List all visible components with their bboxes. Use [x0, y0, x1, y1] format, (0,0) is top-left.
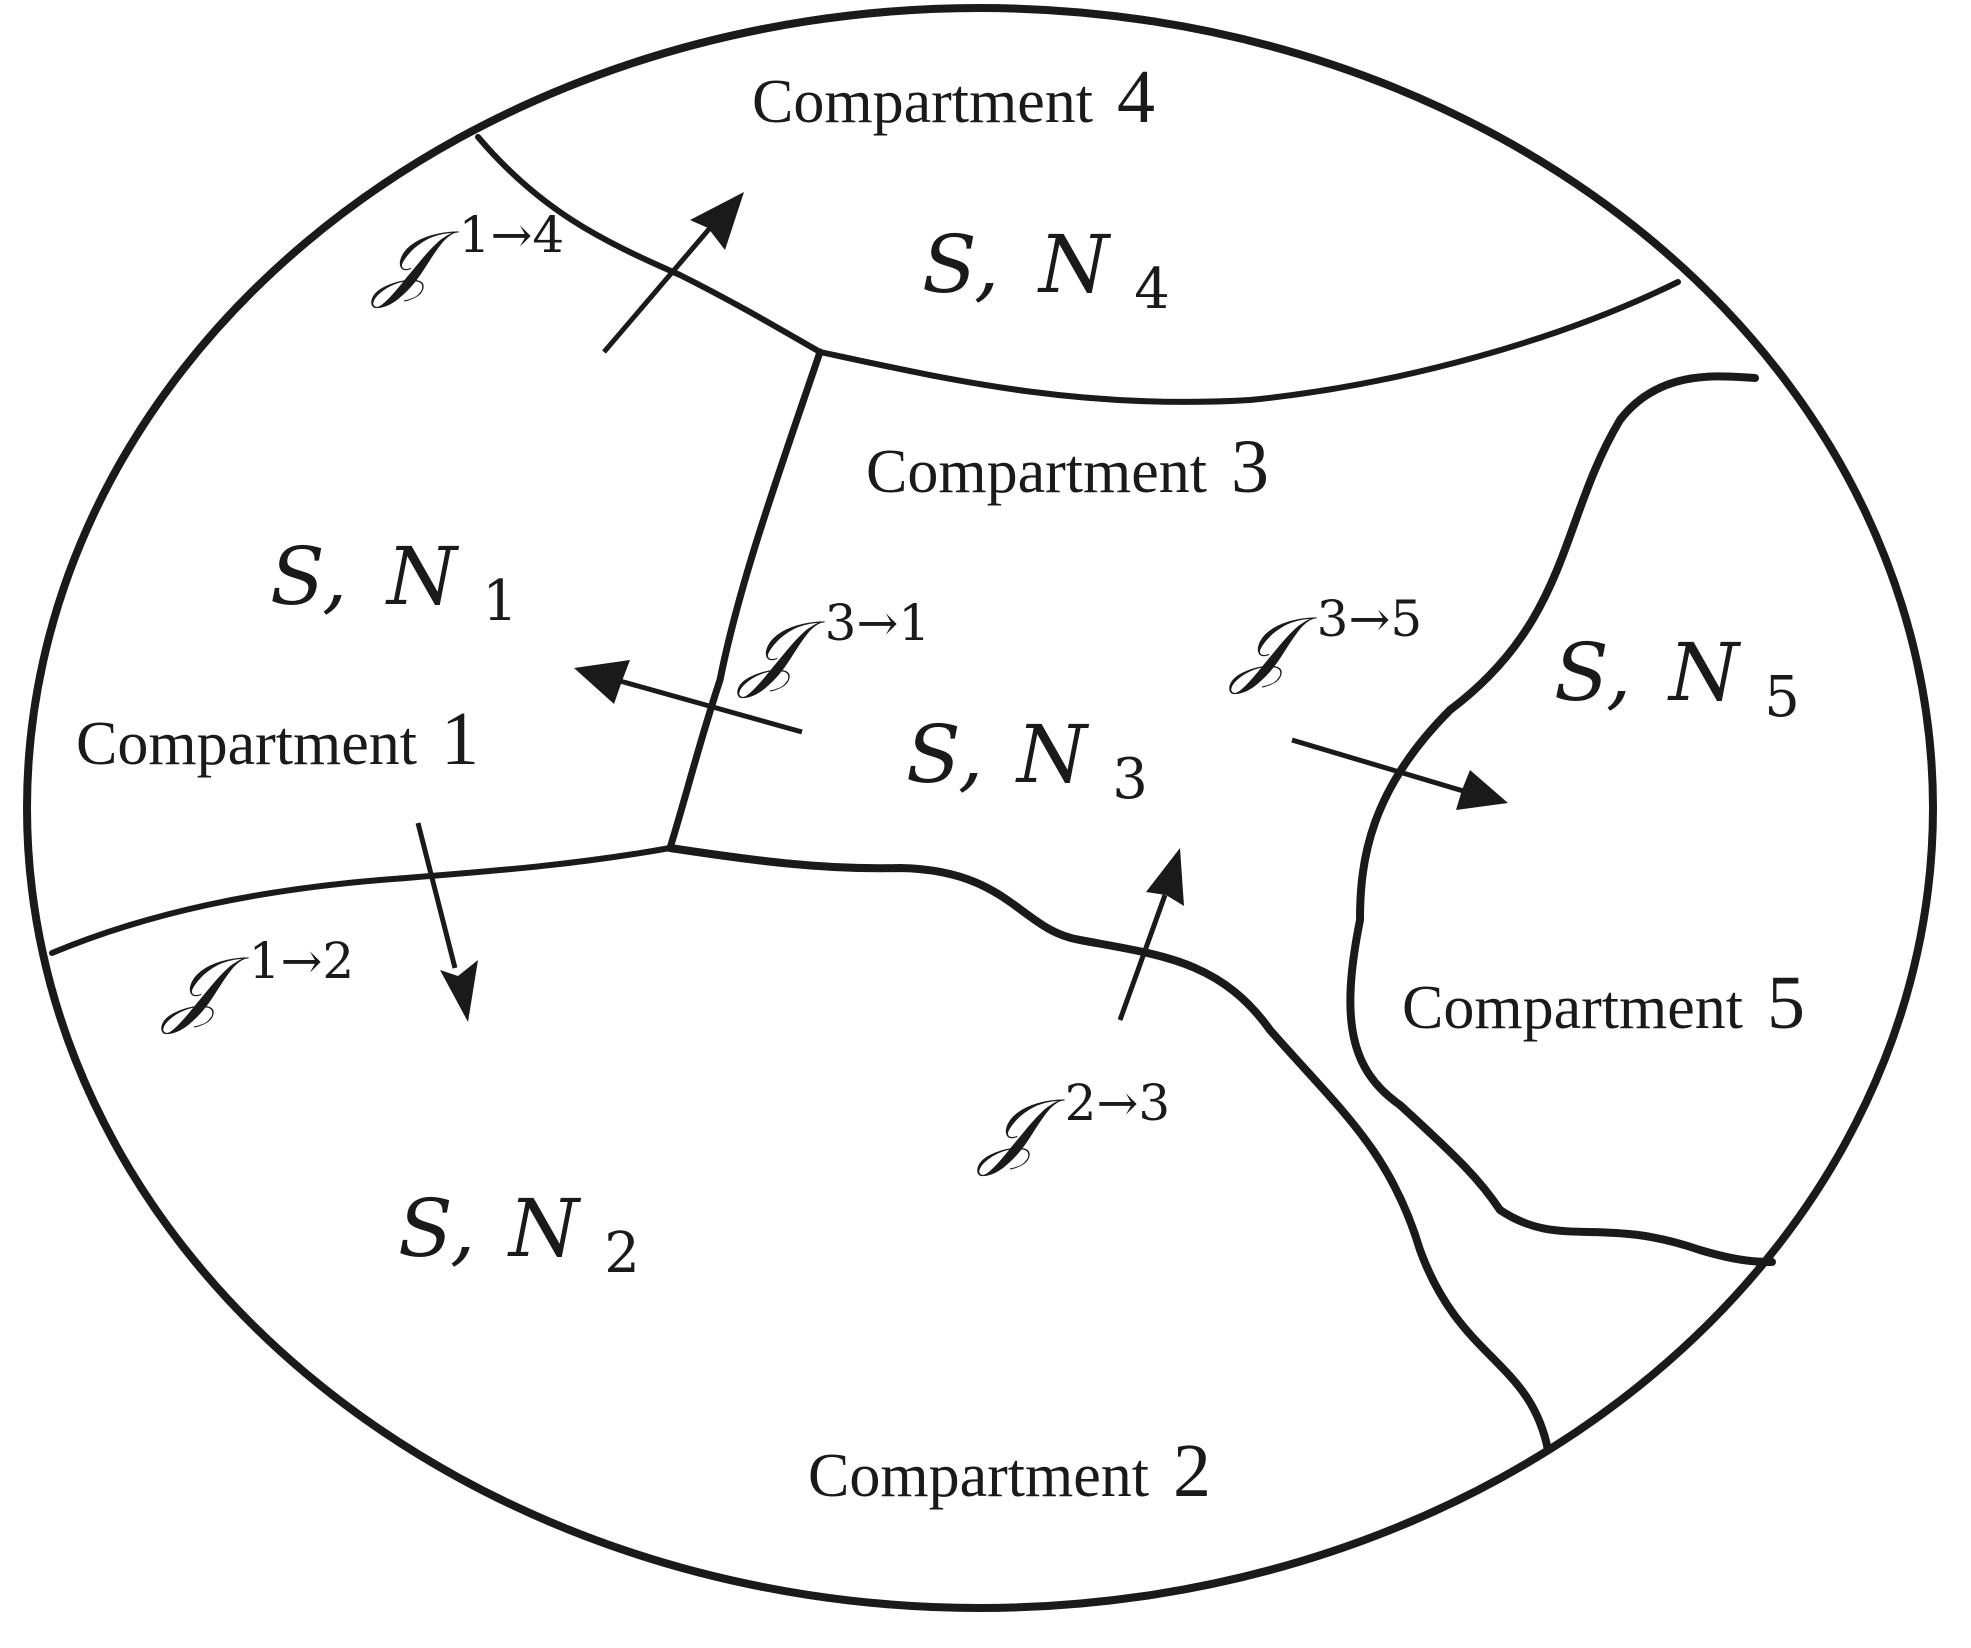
flux-arrow-3-5 [1291, 737, 1508, 810]
flux-label-3-1: 𝒥 3→1 [736, 594, 930, 700]
compartment-2-label: Compartment 2 [808, 1429, 1211, 1513]
flux-arrow-2-3 [1117, 848, 1184, 1021]
boundary-1-3 [666, 348, 824, 852]
state-label-4: S, N 4 [922, 218, 1170, 322]
flux-label-1-2: 𝒥 1→2 [160, 932, 354, 1036]
flux-arrow-1-2 [415, 822, 478, 1022]
state-label-5: S, N 5 [1554, 626, 1800, 730]
state-label-1: S, N 1 [270, 530, 518, 634]
flux-label-2-3: 𝒥 2→3 [976, 1074, 1170, 1178]
boundary-3-5 [1346, 372, 1776, 1266]
compartment-3-label: Compartment 3 [866, 425, 1269, 509]
compartment-5-label: Compartment 5 [1402, 961, 1805, 1045]
boundary-1-2 [49, 845, 673, 956]
boundary-2-3 [666, 844, 1552, 1454]
state-label-2: S, N 2 [398, 1182, 640, 1286]
state-label-3: S, N 3 [906, 708, 1148, 812]
boundary-3-4 [817, 279, 1681, 405]
outer-boundary [23, 4, 1937, 1612]
flux-arrow-3-1 [574, 660, 803, 735]
flux-arrow-1-4 [602, 192, 744, 354]
flux-label-1-4: 𝒥 1→4 [370, 206, 564, 310]
compartment-1-label: Compartment 1 [76, 697, 479, 781]
compartment-4-label: Compartment 4 [752, 55, 1155, 139]
flux-label-3-5: 𝒥 3→5 [1228, 590, 1422, 696]
